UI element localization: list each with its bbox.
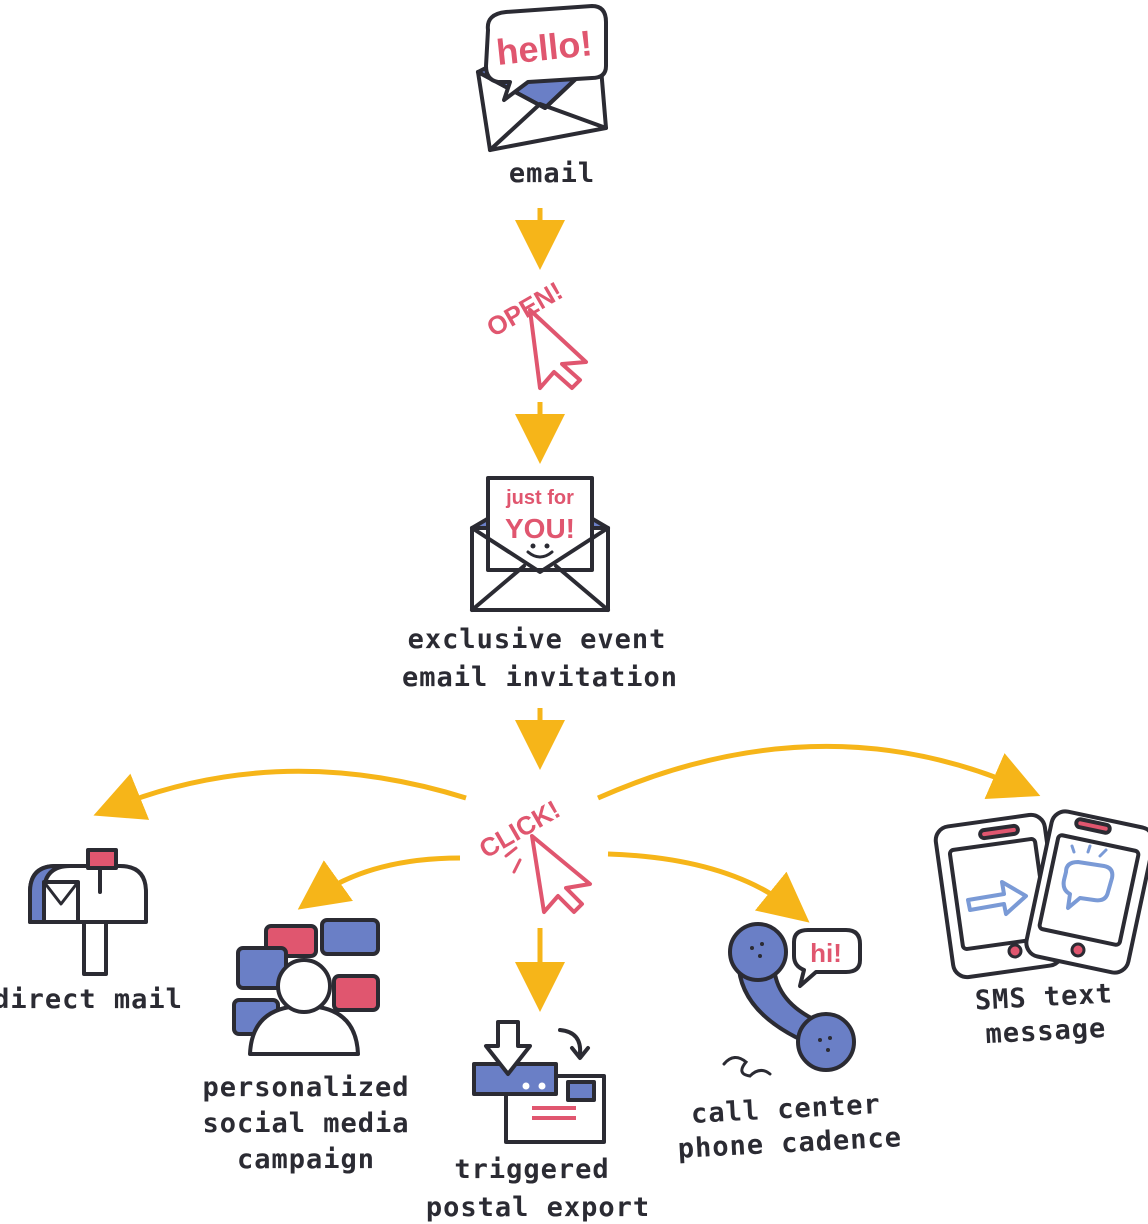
click-node: CLICK! <box>474 794 592 914</box>
arrow-click-to-sms <box>596 743 1041 801</box>
sms-label-line2: message <box>985 1013 1107 1050</box>
mailbox-icon <box>28 848 148 976</box>
sms-node: SMS text message <box>933 809 1148 1050</box>
postal-label-line2: postal export <box>426 1192 650 1223</box>
direct-mail-label: direct mail <box>0 984 183 1015</box>
hi-speech-bubble-icon <box>792 928 862 988</box>
hi-bubble-text: hi! <box>810 938 842 968</box>
arrow-click-to-call-center <box>607 851 810 923</box>
open-envelope-icon <box>470 476 610 612</box>
email-label: email <box>509 158 595 189</box>
click-cursor-icon <box>504 834 592 914</box>
invitation-card-line2: YOU! <box>505 513 575 544</box>
postal-label-line1: triggered <box>454 1154 609 1185</box>
email-node: hello! email <box>476 4 608 189</box>
social-label-line2: social media <box>202 1108 409 1139</box>
call-center-node: hi! call center phone cadence <box>677 922 903 1165</box>
invitation-node: just for YOU! exclusive event email invi… <box>402 476 678 693</box>
phone-right-icon <box>1024 809 1148 975</box>
sms-label-line1: SMS text <box>974 978 1113 1016</box>
hello-bubble-text: hello! <box>494 22 594 73</box>
social-network-icon <box>232 918 380 1056</box>
postcard-icon <box>472 1020 606 1144</box>
arrow-click-to-direct-mail <box>93 768 467 820</box>
direct-mail-node: direct mail <box>0 848 183 1015</box>
invitation-label-line1: exclusive event <box>408 624 667 655</box>
hello-speech-bubble-icon <box>484 4 608 102</box>
social-label-line1: personalized <box>202 1072 409 1103</box>
telephone-handset-icon <box>722 922 856 1078</box>
invitation-card-line1: just for <box>505 487 574 509</box>
invitation-label-line2: email invitation <box>402 662 678 693</box>
open-node: OPEN! <box>481 276 588 390</box>
social-label-line3: campaign <box>237 1144 375 1175</box>
social-media-node: personalized social media campaign <box>202 918 409 1175</box>
cursor-arrow-icon <box>528 308 588 390</box>
postal-export-node: triggered postal export <box>426 1020 650 1223</box>
arrow-click-to-social <box>297 855 461 910</box>
